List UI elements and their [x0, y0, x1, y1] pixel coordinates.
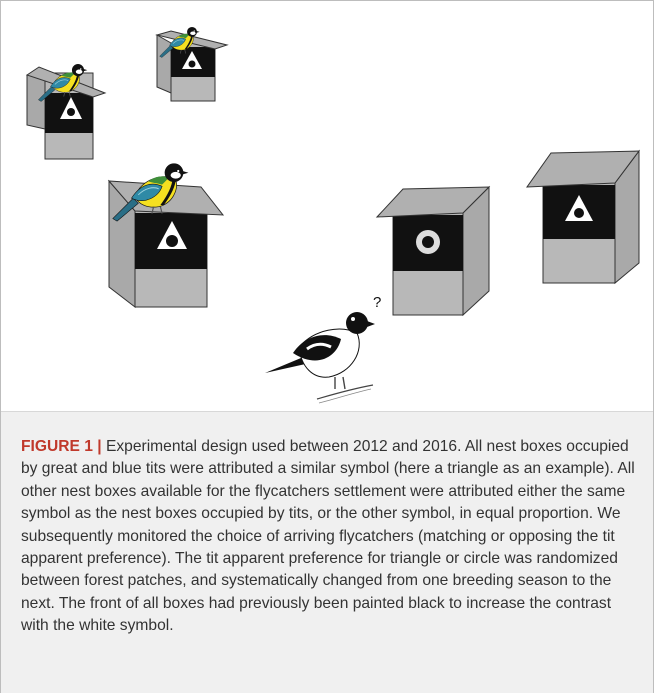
nest-box-triangle-4	[526, 149, 641, 285]
nest-box-triangle-2	[155, 26, 229, 102]
triangle-symbol-icon	[182, 51, 202, 69]
figure-caption-text: Experimental design used between 2012 an…	[21, 438, 635, 635]
figure-caption-box: FIGURE 1 | Experimental design used betw…	[1, 411, 653, 693]
nest-box-circle	[375, 185, 491, 317]
flycatcher-icon: ?	[265, 294, 381, 404]
figure-illustration: ?	[25, 26, 641, 404]
question-mark: ?	[373, 294, 381, 311]
figure-label-separator: |	[97, 438, 102, 455]
figure-label: FIGURE 1	[21, 438, 93, 455]
nest-box-triangle-3	[107, 162, 225, 309]
nest-box-triangle-1	[25, 63, 107, 160]
figure-caption: FIGURE 1 | Experimental design used betw…	[21, 436, 639, 638]
